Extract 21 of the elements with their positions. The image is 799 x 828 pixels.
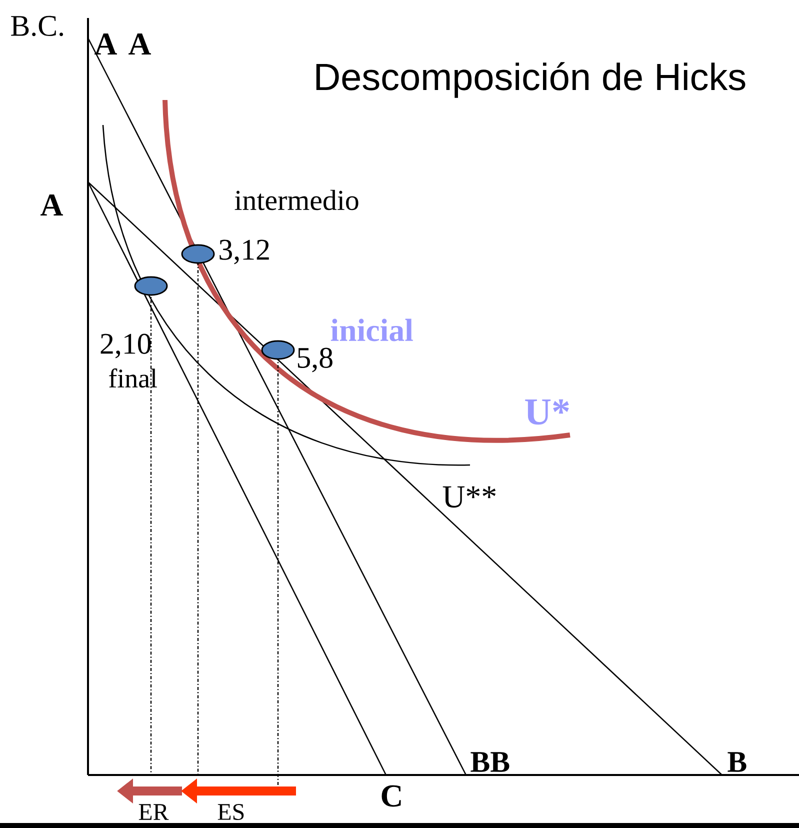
axis-label: A: [40, 194, 63, 216]
axis-label: B.C.: [11, 16, 64, 36]
point-label: 5,8: [298, 348, 332, 372]
axis-label: C: [382, 785, 401, 807]
axis-label: A: [94, 33, 117, 55]
point-marker: [261, 340, 295, 360]
axis-label: U*: [525, 399, 569, 425]
axis-label: U**: [442, 486, 496, 508]
title: Descomposición de Hicks: [316, 62, 746, 98]
axis-label: inicial: [330, 318, 413, 342]
point-marker: [134, 276, 168, 296]
axis-label: ER: [138, 804, 169, 820]
point-marker: [181, 244, 215, 264]
axis-label: intermedio: [234, 190, 358, 210]
axis-label: final: [109, 368, 157, 388]
point-label: 3,12: [220, 240, 269, 264]
axis-label: B: [728, 752, 746, 772]
axis-label: BB: [470, 752, 510, 772]
axis-label: ES: [218, 804, 244, 820]
point-label: 2,10: [100, 334, 151, 358]
axis-label: A: [128, 33, 151, 55]
